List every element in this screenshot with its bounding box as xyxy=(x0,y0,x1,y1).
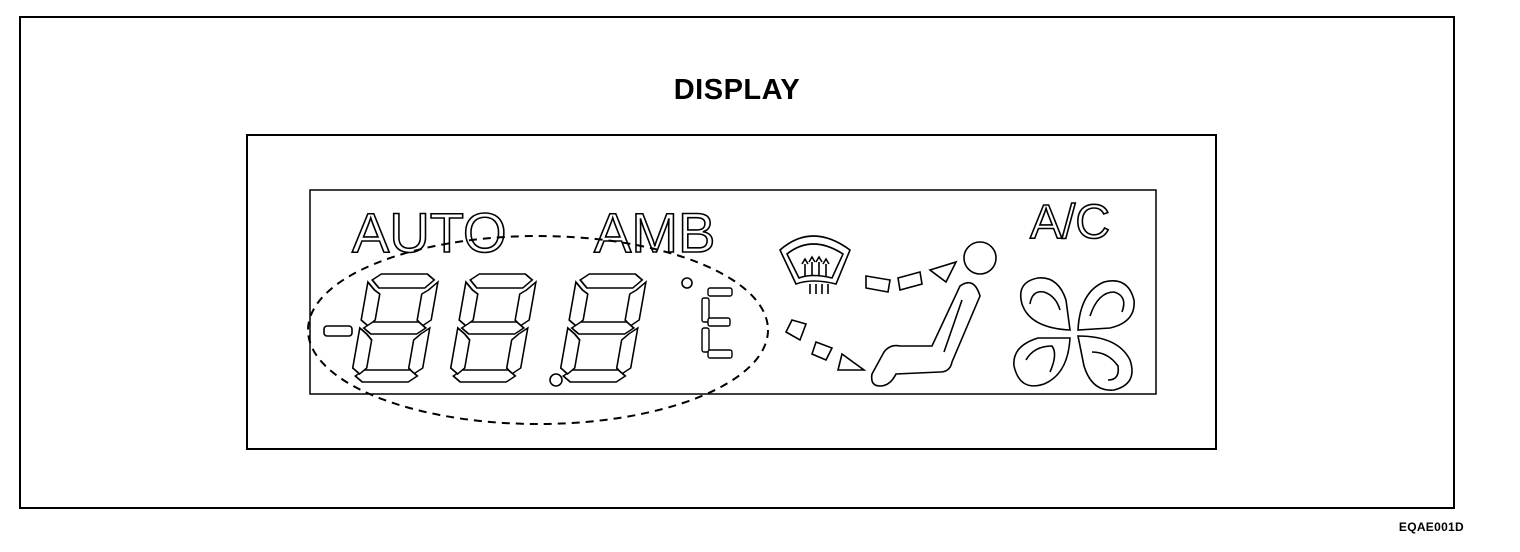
rear-defroster-icon xyxy=(779,235,851,294)
temperature-digit-2 xyxy=(447,273,539,383)
amb-indicator: AMB xyxy=(594,201,715,264)
degree-icon xyxy=(681,277,693,289)
decimal-point xyxy=(549,373,563,387)
display-title: DISPLAY xyxy=(673,74,801,106)
unit-segments xyxy=(701,287,733,359)
seated-person-icon xyxy=(870,241,997,387)
temperature-digit-3 xyxy=(557,273,649,383)
figure-code: EQAE001D xyxy=(1398,520,1464,534)
display-panel xyxy=(246,134,1217,450)
airflow-arrows-icon xyxy=(784,260,958,371)
minus-segment xyxy=(323,325,353,337)
temperature-digit-1 xyxy=(349,273,441,383)
temperature-highlight-ellipse xyxy=(307,235,769,425)
auto-indicator: AUTO xyxy=(352,201,507,264)
ac-indicator: A/C xyxy=(1030,196,1110,249)
lcd-screen xyxy=(309,189,1157,395)
outer-frame xyxy=(19,16,1455,509)
fan-icon xyxy=(1013,277,1135,391)
